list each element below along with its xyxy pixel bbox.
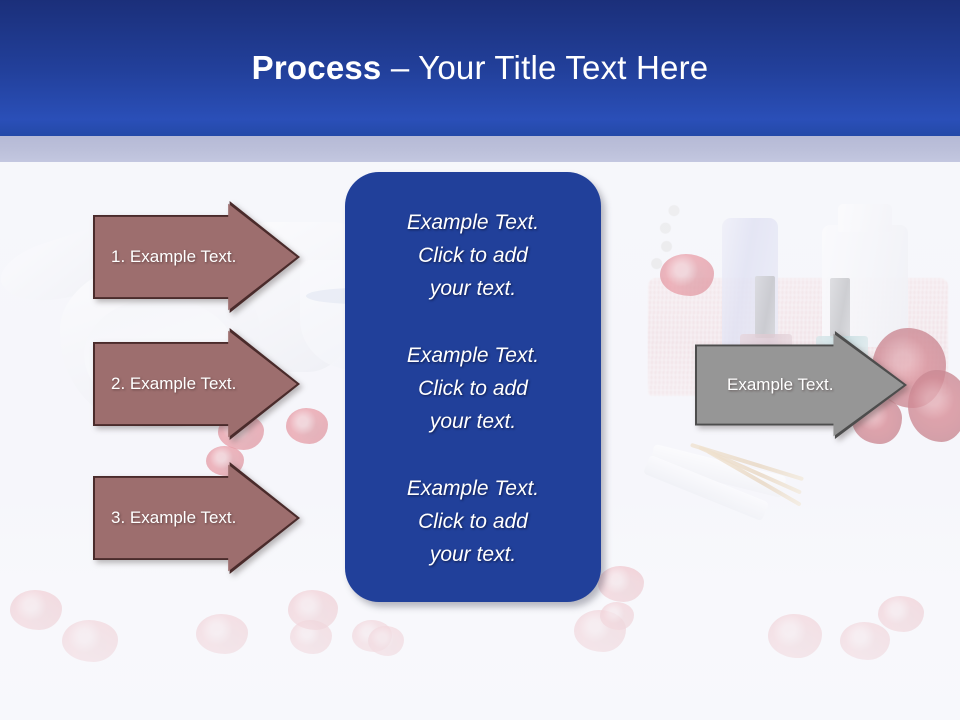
process-arrow-2-label: 2. Example Text.	[111, 374, 237, 393]
process-arrow-1[interactable]: 1. Example Text.	[93, 201, 300, 313]
title-bar: Process – Your Title Text Here	[0, 0, 960, 136]
panel-text-block-2[interactable]: Example Text. Click to add your text.	[406, 344, 540, 433]
panel-text-block-1[interactable]: Example Text. Click to add your text.	[406, 211, 540, 300]
page-title: Process – Your Title Text Here	[0, 46, 960, 90]
panel-text-block-3[interactable]: Example Text. Click to add your text.	[406, 477, 540, 566]
process-arrow-1-label: 1. Example Text.	[111, 247, 237, 266]
title-underbar	[0, 136, 960, 162]
page-title-rest: – Your Title Text Here	[381, 49, 709, 86]
center-content-panel[interactable]: Example Text. Click to add your text. Ex…	[345, 172, 601, 602]
process-arrow-2[interactable]: 2. Example Text.	[93, 328, 300, 440]
process-arrow-3-label: 3. Example Text.	[111, 508, 237, 527]
process-arrow-3[interactable]: 3. Example Text.	[93, 462, 300, 574]
result-arrow[interactable]: Example Text.	[695, 331, 907, 439]
result-arrow-label: Example Text.	[727, 375, 834, 394]
page-title-strong: Process	[251, 49, 382, 86]
